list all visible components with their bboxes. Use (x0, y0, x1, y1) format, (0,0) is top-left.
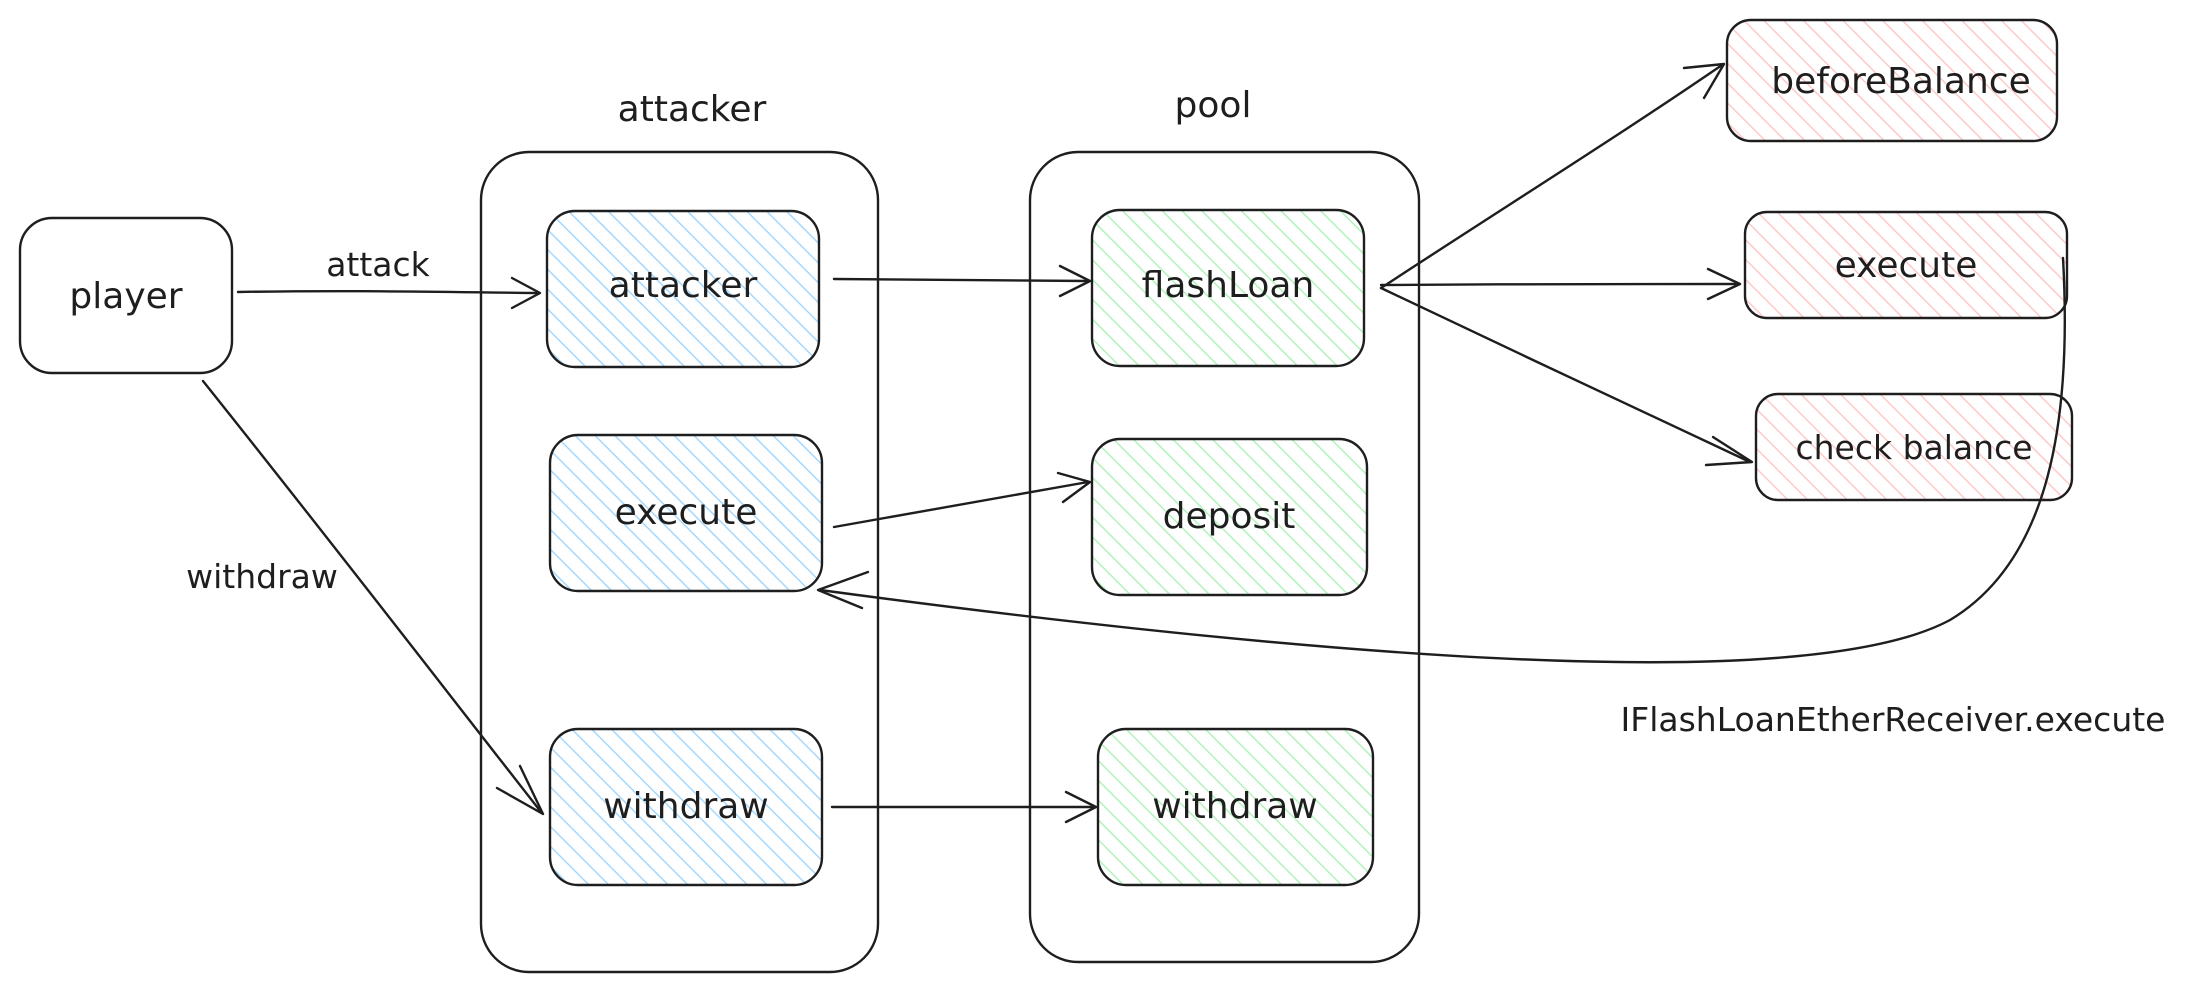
attacker-attack-node[interactable] (545, 209, 821, 369)
arrow-player-to-attacker (236, 276, 542, 310)
arrow-flashloan-to-before-balance (1379, 62, 1726, 290)
arrow-flashloan-to-execute (1379, 267, 1742, 301)
arrow-attacker-to-flashloan (832, 264, 1092, 298)
arrow-flashloan-to-check-balance (1379, 286, 1754, 467)
pool-flashloan-node-label: flashLoan (1142, 265, 1315, 306)
arrow-attacker-withdraw-to-pool-withdraw (830, 790, 1098, 824)
pool-withdraw-node-label: withdraw (1152, 786, 1318, 827)
pool-flashloan-node[interactable] (1090, 208, 1366, 368)
withdraw-edge-label: withdraw (186, 557, 338, 596)
arrow-receiver-execute-callback (816, 256, 2067, 664)
attacker-execute-node-label: execute (615, 492, 758, 533)
check-balance-node-label: check balance (1795, 428, 2032, 467)
check-balance-node[interactable] (1754, 392, 2074, 502)
before-balance-node[interactable] (1725, 18, 2059, 143)
attacker-group-title: attacker (618, 89, 767, 130)
pool-withdraw-node[interactable] (1096, 727, 1375, 887)
before-balance-node-label: beforeBalance (1771, 61, 2030, 102)
callback-edge-label: IFlashLoanEtherReceiver.execute (1621, 700, 2166, 739)
pool-deposit-node-label: deposit (1163, 496, 1296, 537)
arrow-execute-to-deposit (832, 471, 1092, 529)
receiver-execute-node-label: execute (1835, 245, 1978, 286)
attacker-withdraw-node-label: withdraw (603, 786, 769, 827)
player-node[interactable] (18, 216, 234, 375)
pool-deposit-node[interactable] (1090, 437, 1369, 597)
arrow-player-to-attacker-withdraw (201, 379, 545, 816)
attack-edge-label: attack (326, 245, 430, 284)
attacker-execute-node[interactable] (548, 433, 824, 593)
attacker-attack-node-label: attacker (609, 265, 758, 306)
receiver-execute-node[interactable] (1743, 210, 2069, 320)
attacker-withdraw-node[interactable] (548, 727, 824, 887)
player-node-label: player (69, 276, 182, 317)
pool-group-title: pool (1175, 85, 1252, 126)
